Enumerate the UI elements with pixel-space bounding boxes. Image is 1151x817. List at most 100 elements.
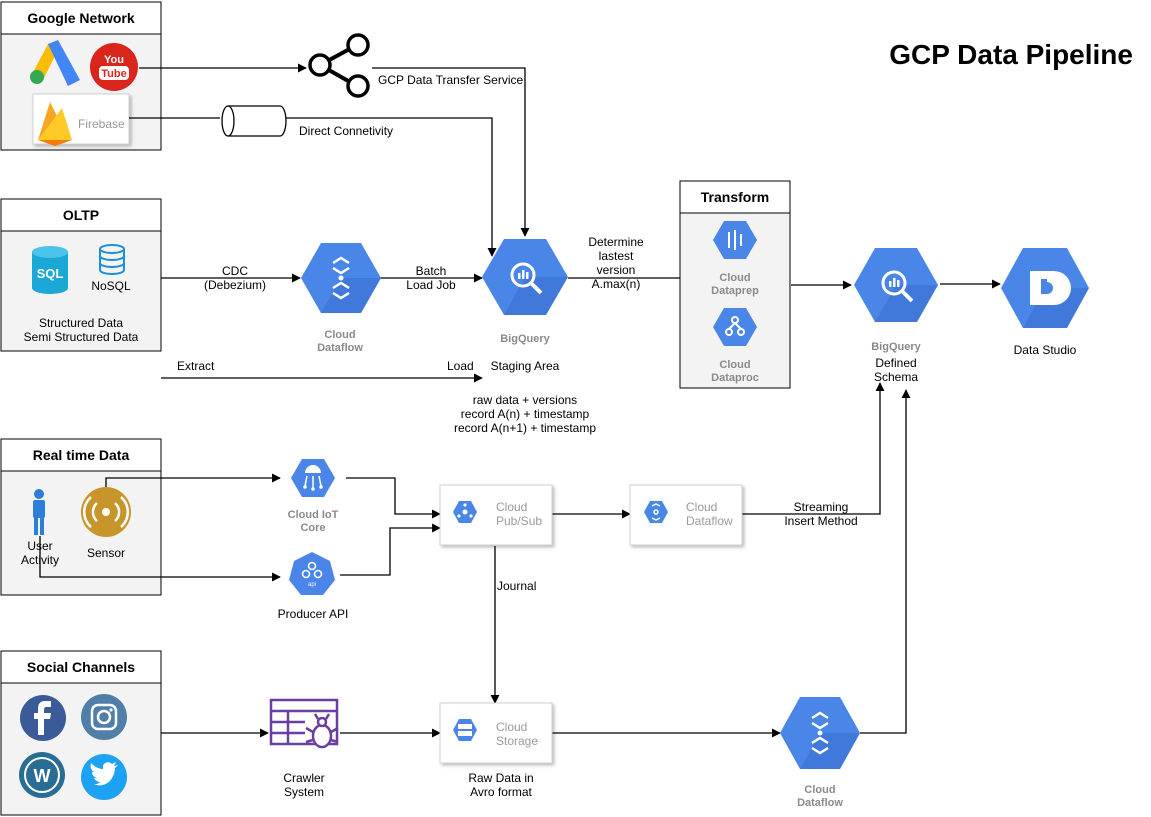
pubsub-label-1: Cloud xyxy=(496,500,527,514)
crawler-node: Crawler System xyxy=(269,698,339,799)
oltp-box: OLTP xyxy=(0,198,162,352)
dataflow-1-label-1: Cloud xyxy=(324,329,355,341)
share-icon xyxy=(308,33,370,98)
dataflow-1-label-2: Dataflow xyxy=(317,342,363,354)
svg-text:W: W xyxy=(34,766,51,786)
sql-database-icon: SQL xyxy=(32,246,68,294)
edge-dataflow3-bigquery2 xyxy=(860,389,911,734)
iot-core-node: Cloud IoT Core xyxy=(288,459,339,534)
nosql-database-icon xyxy=(99,244,125,275)
iot-core-label-2: Core xyxy=(300,522,325,534)
determine-label-2: lastest xyxy=(599,249,634,263)
pubsub-card: Cloud Pub/Sub xyxy=(439,484,553,546)
dataflow-2-label-1: Cloud xyxy=(686,500,717,514)
realtime-box: Real time Data xyxy=(0,438,162,596)
sensor-label: Sensor xyxy=(87,546,125,560)
producer-api-node: api Producer API xyxy=(278,552,349,621)
semi-structured-data-label: Semi Structured Data xyxy=(24,330,139,344)
dataprep-label-1: Cloud xyxy=(719,272,750,284)
dataflow-icon-3 xyxy=(811,711,829,755)
pubsub-label-2: Pub/Sub xyxy=(496,514,542,528)
social-header: Social Channels xyxy=(27,659,135,675)
firebase-tile: Firebase xyxy=(32,93,130,146)
dataflow-3-label-1: Cloud xyxy=(804,784,835,796)
crawler-icon xyxy=(269,698,339,749)
dataproc-label-2: Dataproc xyxy=(711,372,759,384)
dataflow-icon-2 xyxy=(651,503,661,521)
defined-label: Defined xyxy=(875,356,916,370)
firebase-icon xyxy=(38,102,72,146)
dataflow-3-label-2: Dataflow xyxy=(797,797,843,809)
dataprep-icon xyxy=(728,230,742,250)
datastudio-icon xyxy=(1030,271,1071,305)
datastudio-label: Data Studio xyxy=(1014,343,1077,357)
batch-label: Batch xyxy=(416,264,447,278)
crawler-label-1: Crawler xyxy=(283,771,324,785)
iot-core-icon xyxy=(303,465,323,491)
api-icon xyxy=(301,561,323,579)
determine-label-1: Determine xyxy=(588,235,644,249)
schema-label: Schema xyxy=(874,370,918,384)
extract-label: Extract xyxy=(177,359,215,373)
storage-label-2: Storage xyxy=(496,734,538,748)
edge-api-pubsub xyxy=(340,523,441,576)
transform-header: Transform xyxy=(701,189,769,205)
dataflow-2-label-2: Dataflow xyxy=(686,514,733,528)
storage-card: Cloud Storage Raw Data in Avro format xyxy=(439,702,553,799)
storage-icon xyxy=(458,724,472,736)
staging-area-label: Staging Area xyxy=(491,359,560,373)
pubsub-icon xyxy=(457,503,473,518)
crawler-label-2: System xyxy=(284,785,324,799)
dataflow-node-1: Cloud Dataflow xyxy=(301,243,381,354)
dataproc-node: Cloud Dataproc xyxy=(711,308,759,384)
insert-method-label: Insert Method xyxy=(784,514,857,528)
producer-api-label: Producer API xyxy=(278,607,349,621)
user-icon xyxy=(33,489,45,535)
bigquery-node-2: BigQuery Defined Schema xyxy=(854,248,938,384)
edge-transfer-bigquery xyxy=(372,67,530,237)
bigquery-icon-1 xyxy=(510,262,543,295)
determine-label-4: A.max(n) xyxy=(592,277,641,291)
sql-text: SQL xyxy=(37,266,64,281)
avro-label-2: Avro format xyxy=(470,785,532,799)
twitter-icon xyxy=(81,754,127,800)
google-network-header: Google Network xyxy=(27,10,135,26)
google-ads-icon xyxy=(30,40,80,86)
youtube-tube-text: Tube xyxy=(101,68,126,80)
edge-iot-pubsub xyxy=(346,477,441,519)
dataflow-node-3: Cloud Dataflow xyxy=(780,697,860,809)
realtime-header: Real time Data xyxy=(33,447,130,463)
load-job-label: Load Job xyxy=(406,278,456,292)
transform-box: Transform Cloud Dataprep Cloud Dataproc xyxy=(679,180,791,389)
nosql-label: NoSQL xyxy=(91,279,131,293)
load-label: Load xyxy=(447,359,474,373)
dataflow-card-2: Cloud Dataflow xyxy=(629,484,743,546)
edge-direct-bigquery xyxy=(285,117,497,257)
oltp-header: OLTP xyxy=(63,207,99,223)
dataprep-label-2: Dataprep xyxy=(711,285,759,297)
transfer-service-label: GCP Data Transfer Service xyxy=(378,73,523,87)
instagram-icon xyxy=(81,694,127,740)
determine-label-3: version xyxy=(597,263,636,277)
raw-data-label-3: record A(n+1) + timestamp xyxy=(454,421,596,435)
dataproc-label-1: Cloud xyxy=(719,359,750,371)
bigquery-2-label: BigQuery xyxy=(871,341,921,353)
debezium-label: (Debezium) xyxy=(204,278,266,292)
bigquery-1-label: BigQuery xyxy=(500,333,550,345)
avro-label-1: Raw Data in xyxy=(468,771,533,785)
edge-user-api xyxy=(39,536,281,582)
sensor-icon xyxy=(81,487,131,537)
facebook-icon xyxy=(20,695,66,741)
dataproc-icon xyxy=(725,316,745,336)
raw-data-label-2: record A(n) + timestamp xyxy=(461,407,590,421)
dataflow-icon-1 xyxy=(332,256,350,300)
streaming-label: Streaming xyxy=(794,500,849,514)
storage-label-1: Cloud xyxy=(496,720,527,734)
firebase-label: Firebase xyxy=(78,117,125,131)
direct-connectivity-label: Direct Connetivity xyxy=(299,124,393,138)
bigquery-node-1: BigQuery Staging Area raw data + version… xyxy=(454,239,596,435)
direct-connection-cylinder-icon xyxy=(221,105,287,137)
edge-sensor-iot xyxy=(105,473,281,487)
page-title: GCP Data Pipeline xyxy=(889,39,1133,70)
